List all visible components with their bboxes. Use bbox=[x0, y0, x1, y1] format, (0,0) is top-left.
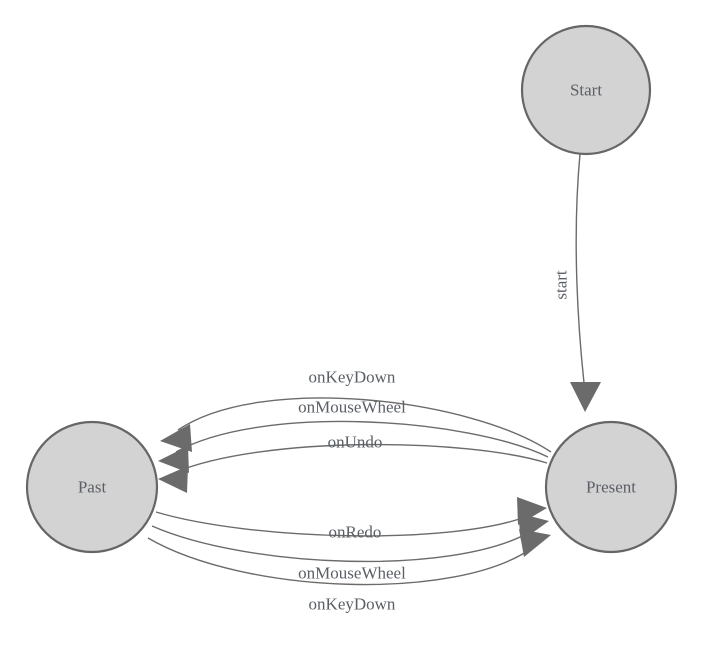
node-past-circle bbox=[25, 420, 159, 554]
arrowhead-past-1 bbox=[160, 424, 192, 452]
edge-start-to-present-path bbox=[575, 153, 586, 393]
edge-present-to-past-1-path bbox=[177, 397, 552, 453]
edge-label-start: start bbox=[552, 270, 571, 300]
node-start-label: Start bbox=[570, 81, 602, 100]
arrowhead-present-top bbox=[570, 382, 601, 412]
edge-past-to-present-3-path bbox=[147, 537, 533, 586]
edge-present-to-past-2-path bbox=[175, 420, 549, 458]
edge-present-to-past-2[interactable] bbox=[158, 420, 549, 473]
edge-present-to-past-3[interactable] bbox=[158, 443, 548, 493]
arrowhead-present-3 bbox=[519, 529, 551, 557]
arrowhead-past-3 bbox=[158, 466, 188, 493]
edge-label-on-key-down-upper: onKeyDown bbox=[309, 368, 396, 387]
edge-label-on-key-down-lower: onKeyDown bbox=[309, 595, 396, 614]
edge-label-on-mouse-wheel-upper: onMouseWheel bbox=[298, 398, 406, 417]
edge-present-to-past-3-path bbox=[175, 443, 548, 473]
node-present[interactable]: Present bbox=[544, 420, 678, 554]
edge-start-to-present[interactable] bbox=[570, 153, 601, 412]
edge-past-to-present-3[interactable] bbox=[147, 529, 551, 586]
edge-present-to-past-1[interactable] bbox=[160, 397, 552, 453]
node-start-circle bbox=[520, 24, 652, 156]
node-past[interactable]: Past bbox=[25, 420, 159, 554]
arrowhead-past-2 bbox=[158, 446, 189, 473]
edge-past-to-present-1-path bbox=[155, 511, 529, 537]
node-present-label: Present bbox=[586, 478, 636, 497]
edge-label-on-undo: onUndo bbox=[328, 433, 383, 452]
edge-past-to-present-2-path bbox=[151, 525, 531, 563]
edge-label-on-mouse-wheel-lower: onMouseWheel bbox=[298, 564, 406, 583]
node-past-label: Past bbox=[78, 478, 107, 497]
edge-label-on-redo: onRedo bbox=[329, 523, 382, 542]
node-start[interactable]: Start bbox=[520, 24, 652, 156]
node-present-circle bbox=[544, 420, 678, 554]
